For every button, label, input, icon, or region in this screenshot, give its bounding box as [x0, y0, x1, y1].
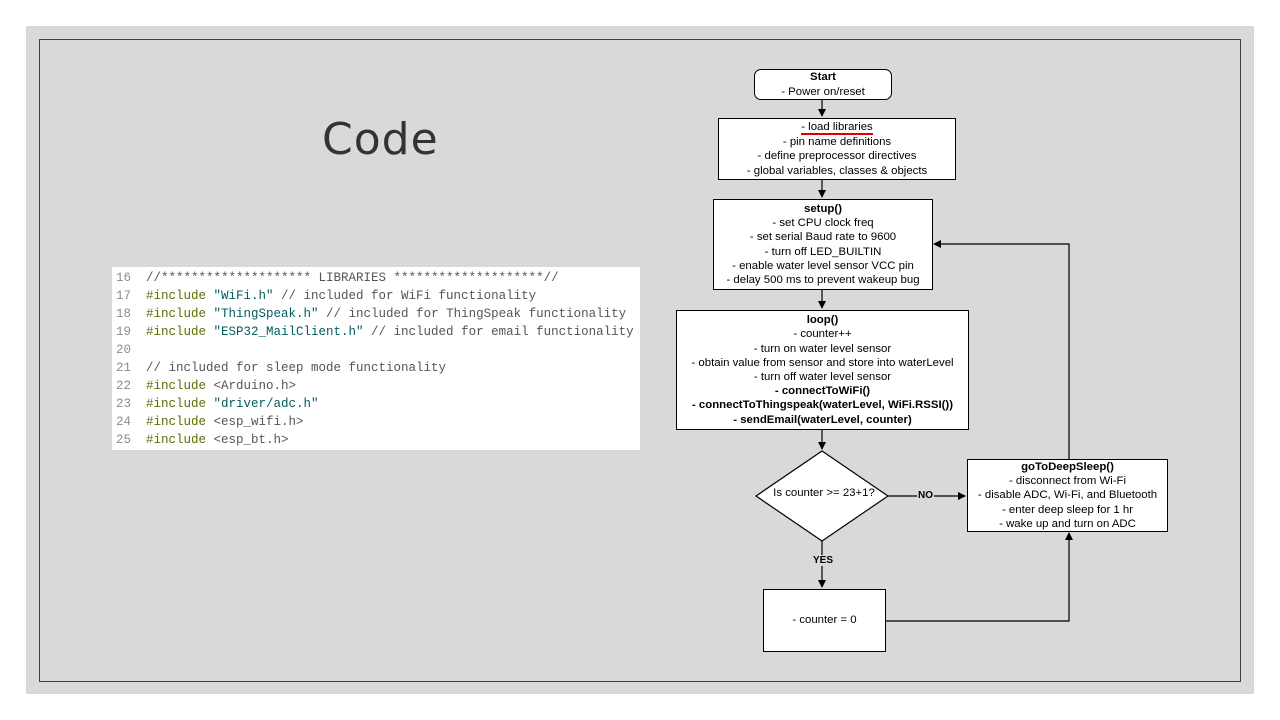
line-number: 18 [116, 307, 132, 321]
code-token: #include [146, 415, 207, 429]
loop-line: - turn on water level sensor [753, 342, 892, 355]
code-token: #include [146, 325, 207, 339]
code-text: // included for sleep mode functionality [146, 359, 446, 377]
code-line: 18 #include "ThingSpeak.h" // included fo… [112, 305, 640, 323]
init-line-libraries: - load libraries [801, 121, 873, 136]
line-number: 24 [116, 415, 132, 429]
sleep-title: goToDeepSleep() [1021, 461, 1114, 473]
code-token: //******************** LIBRARIES *******… [146, 271, 559, 285]
code-token: "WiFi.h" [206, 289, 274, 303]
decision-no-label: NO [917, 490, 934, 501]
code-text: #include "ESP32_MailClient.h" // include… [146, 323, 634, 341]
slide-frame [39, 39, 1241, 682]
code-token: "ESP32_MailClient.h" [206, 325, 364, 339]
code-line: 17 #include "WiFi.h" // included for WiFi… [112, 287, 640, 305]
flow-init-box: - load libraries - pin name definitions … [718, 118, 956, 180]
code-token: <esp_wifi.h> [206, 415, 304, 429]
sleep-line: - enter deep sleep for 1 hr [1001, 503, 1134, 516]
setup-line: - turn off LED_BUILTIN [764, 245, 882, 258]
code-token: #include [146, 307, 207, 321]
code-text: //******************** LIBRARIES *******… [146, 269, 559, 287]
code-token: // included for ThingSpeak functionality [318, 307, 627, 321]
arrow-sleep-to-setup [933, 240, 1070, 459]
setup-title: setup() [804, 202, 842, 215]
line-number: 22 [116, 379, 132, 393]
code-line: 16 //******************** LIBRARIES *****… [112, 269, 640, 287]
loop-line: - turn off water level sensor [753, 371, 892, 383]
code-token: "ThingSpeak.h" [206, 307, 319, 321]
code-token: // included for WiFi functionality [273, 289, 537, 303]
code-text: #include "ThingSpeak.h" // included for … [146, 305, 626, 323]
slide-title: Code [322, 114, 439, 165]
reset-text: - counter = 0 [792, 614, 857, 627]
sleep-line: - wake up and turn on ADC [999, 517, 1136, 530]
flow-loop-box: loop() - counter++ - turn on water level… [676, 310, 969, 430]
code-text: #include <Arduino.h> [146, 377, 296, 395]
setup-line: - set serial Baud rate to 9600 [749, 231, 897, 244]
init-line: - global variables, classes & objects [746, 164, 928, 177]
code-line: 24 #include <esp_wifi.h> [112, 413, 640, 431]
code-snippet: 16 //******************** LIBRARIES *****… [112, 267, 640, 450]
code-token: // included for email functionality [363, 325, 634, 339]
code-token: // included for sleep mode functionality [146, 361, 447, 375]
init-line: - define preprocessor directives [757, 150, 917, 163]
loop-line: - counter++ [793, 328, 852, 341]
start-line: - Power on/reset [781, 85, 865, 98]
code-token: #include [146, 433, 207, 447]
loop-line: - obtain value from sensor and store int… [691, 356, 954, 369]
code-token: #include [146, 397, 207, 411]
line-number: 21 [116, 361, 132, 375]
flow-sleep-box: goToDeepSleep() - disconnect from Wi-Fi … [967, 459, 1168, 532]
decision-text: Is counter >= 23+1? [773, 487, 875, 499]
init-line: - pin name definitions [782, 136, 892, 149]
code-text: #include "driver/adc.h" [146, 395, 319, 413]
line-number: 25 [116, 433, 132, 447]
code-line: 21 // included for sleep mode functionali… [112, 359, 640, 377]
setup-line: - enable water level sensor VCC pin [732, 259, 914, 272]
line-number: 17 [116, 289, 132, 303]
code-line: 23 #include "driver/adc.h" [112, 395, 640, 413]
flow-reset-box: - counter = 0 [763, 589, 886, 652]
line-number: 20 [116, 343, 132, 357]
setup-line: - set CPU clock freq [772, 217, 874, 230]
decision-yes-label: YES [812, 555, 835, 566]
flow-start-box: Start - Power on/reset [754, 69, 892, 100]
line-number: 23 [116, 397, 132, 411]
code-token: #include [146, 379, 207, 393]
code-line: 22 #include <Arduino.h> [112, 377, 640, 395]
start-title: Start [810, 71, 836, 84]
loop-bold-line: - connectToWiFi() [774, 385, 871, 398]
flow-setup-box: setup() - set CPU clock freq - set seria… [713, 199, 933, 290]
line-number: 16 [116, 271, 132, 285]
loop-bold-line: - connectToThingspeak(waterLevel, WiFi.R… [691, 399, 954, 412]
code-token: <esp_bt.h> [206, 433, 289, 447]
loop-bold-line: - sendEmail(waterLevel, counter) [733, 413, 912, 426]
code-token: "driver/adc.h" [206, 397, 319, 411]
code-text: #include <esp_bt.h> [146, 431, 289, 449]
code-token: #include [146, 289, 207, 303]
sleep-line: - disable ADC, Wi-Fi, and Bluetooth [977, 489, 1158, 502]
setup-line: - delay 500 ms to prevent wakeup bug [726, 273, 920, 286]
arrow-reset-to-sleep [886, 532, 1073, 622]
code-text: #include <esp_wifi.h> [146, 413, 304, 431]
loop-title: loop() [806, 314, 839, 327]
code-token: <Arduino.h> [206, 379, 297, 393]
code-text: #include "WiFi.h" // included for WiFi f… [146, 287, 536, 305]
code-line: 19 #include "ESP32_MailClient.h" // inclu… [112, 323, 640, 341]
line-number: 19 [116, 325, 132, 339]
code-line: 20 [112, 341, 640, 359]
code-line: 25 #include <esp_bt.h> [112, 431, 640, 449]
sleep-line: - disconnect from Wi-Fi [1008, 475, 1127, 488]
